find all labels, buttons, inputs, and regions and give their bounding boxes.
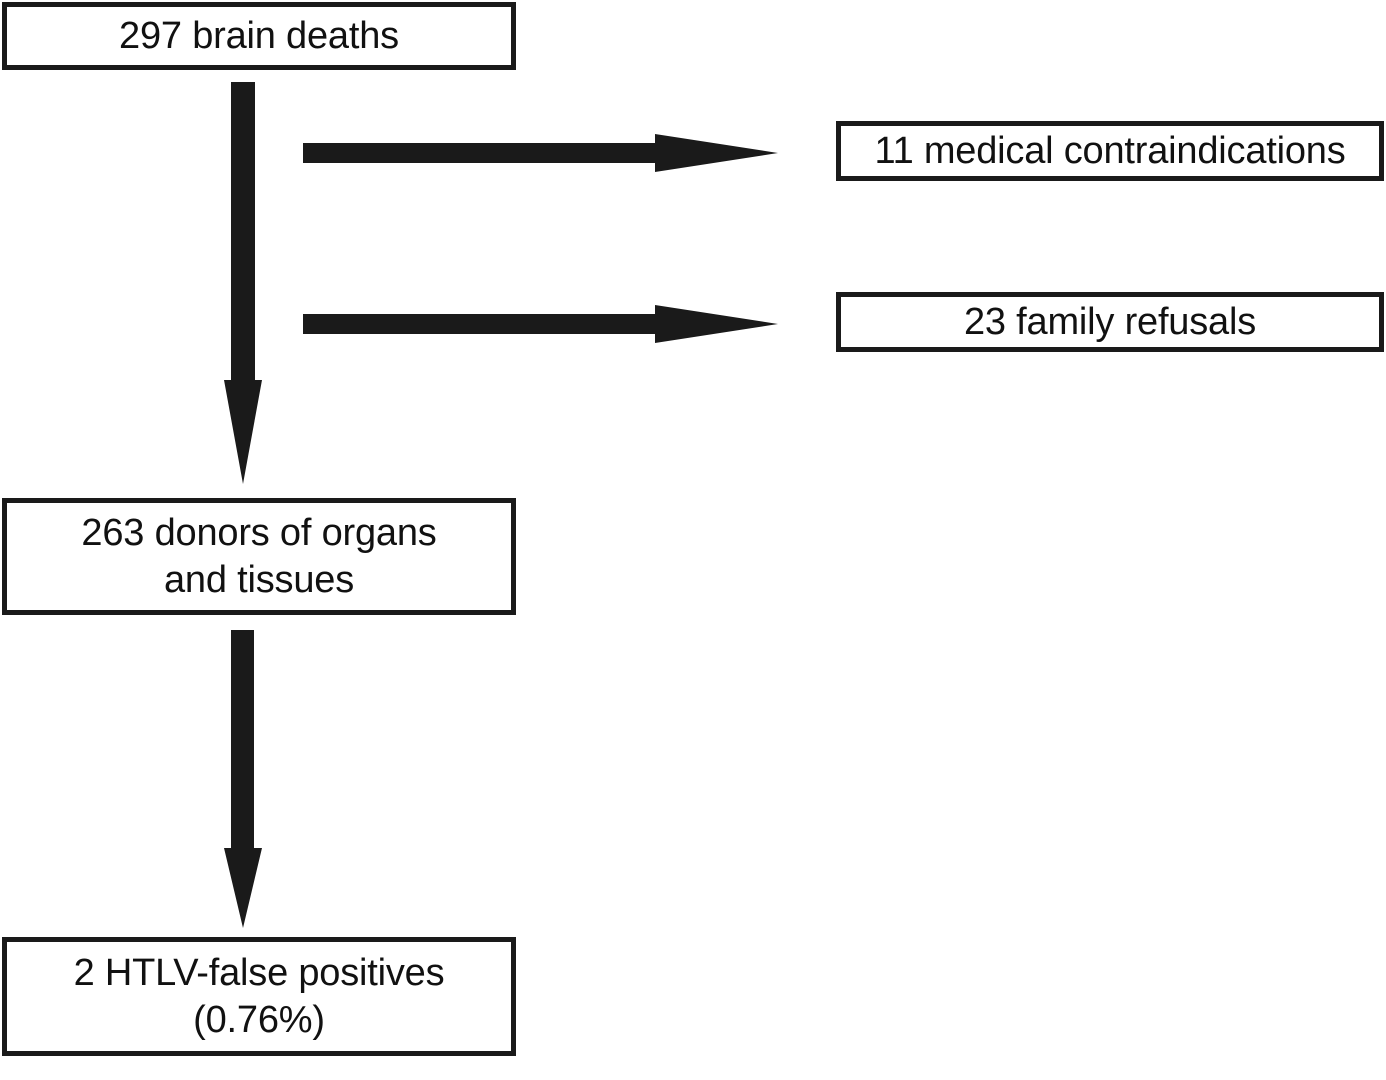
node-family-refusals: 23 family refusals <box>836 292 1384 352</box>
node-medical-contraindications-label: 11 medical contraindications <box>874 129 1346 172</box>
node-brain-deaths-label: 297 brain deaths <box>119 14 399 57</box>
arrow-right-to-family-refusals <box>303 305 778 343</box>
arrow-right-to-medical-contraindications <box>303 134 778 172</box>
node-donors-label: 263 donors of organs and tissues <box>81 511 437 601</box>
node-htlv-false-positives: 2 HTLV-false positives (0.76%) <box>2 937 516 1056</box>
node-donors-of-organs-and-tissues: 263 donors of organs and tissues <box>2 498 516 615</box>
arrow-down-brain-deaths-to-donors <box>224 82 262 484</box>
node-medical-contraindications: 11 medical contraindications <box>836 121 1384 181</box>
node-htlv-false-positives-label: 2 HTLV-false positives (0.76%) <box>73 951 445 1041</box>
arrow-down-donors-to-htlv <box>224 630 262 928</box>
node-brain-deaths: 297 brain deaths <box>2 2 516 70</box>
node-family-refusals-label: 23 family refusals <box>963 300 1257 343</box>
